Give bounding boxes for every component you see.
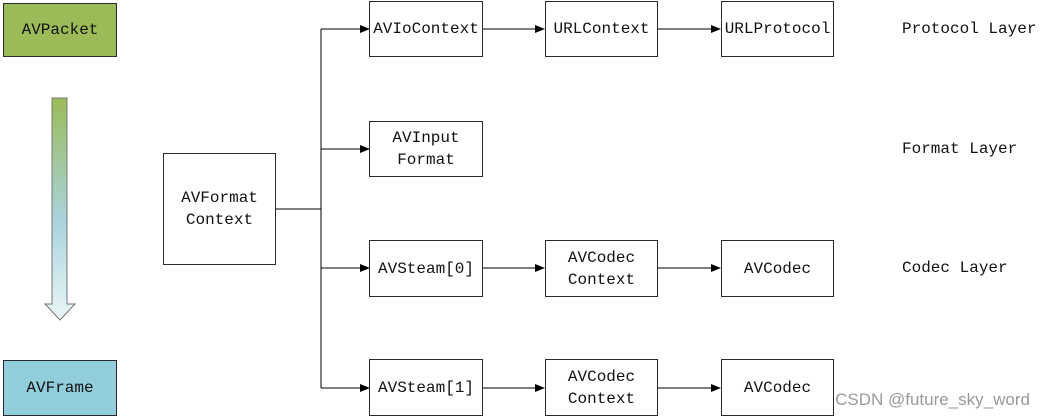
- avcodec-context0-box: AVCodec Context: [545, 240, 658, 297]
- avinput-format-line-1: AVInput: [392, 129, 460, 147]
- avcodec0-box: AVCodec: [721, 240, 834, 297]
- watermark-text: CSDN @future_sky_word: [835, 390, 1030, 409]
- avpacket-label: AVPacket: [21, 21, 99, 39]
- avio-context-label: AVIoContext: [373, 20, 479, 38]
- url-context-box: URLContext: [545, 1, 658, 57]
- down-arrow-icon: [43, 97, 77, 321]
- avstream0-box: AVSteam[0]: [369, 240, 483, 297]
- avstream0-label: AVSteam[0]: [377, 259, 474, 278]
- avstream1-box: AVSteam[1]: [369, 359, 483, 416]
- avcodec-context0-line-2: Context: [567, 270, 636, 289]
- avio-context-box: AVIoContext: [369, 1, 483, 57]
- avformat-context-line-1: AVFormat: [181, 189, 258, 207]
- avcodec1-box: AVCodec: [721, 359, 834, 416]
- avformat-context-line-2: Context: [185, 211, 254, 229]
- avcodec-context1-line-1: AVCodec: [567, 367, 636, 386]
- avformat-context-box: AVFormat Context: [163, 153, 276, 265]
- avinput-format-line-2: Format: [397, 151, 455, 169]
- codec-layer-label: Codec Layer: [902, 259, 1008, 277]
- avcodec0-label: AVCodec: [743, 259, 812, 278]
- url-protocol-box: URLProtocol: [721, 1, 834, 57]
- avpacket-box: AVPacket: [3, 3, 117, 57]
- url-protocol-label: URLProtocol: [724, 20, 831, 38]
- avcodec-context1-box: AVCodec Context: [545, 359, 658, 416]
- url-context-label: URLContext: [553, 20, 650, 38]
- avframe-label: AVFrame: [26, 379, 94, 397]
- avframe-box: AVFrame: [3, 360, 117, 416]
- format-layer-label: Format Layer: [902, 140, 1018, 158]
- avcodec1-label: AVCodec: [743, 378, 812, 397]
- avinput-format-box: AVInput Format: [369, 121, 483, 177]
- protocol-layer-label: Protocol Layer: [902, 20, 1037, 38]
- avstream1-label: AVSteam[1]: [377, 378, 474, 397]
- avcodec-context0-line-1: AVCodec: [567, 248, 636, 267]
- avcodec-context1-line-2: Context: [567, 389, 636, 408]
